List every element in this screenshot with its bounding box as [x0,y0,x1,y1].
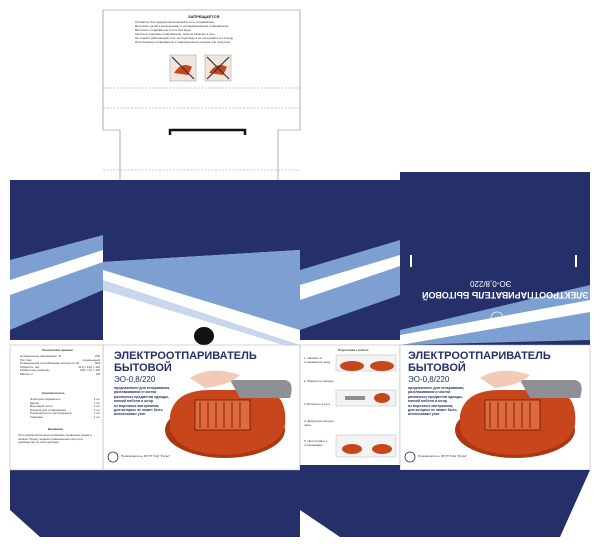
back-title-line1: ЭЛЕКТРООТПАРИВАТЕЛЬ [408,350,551,362]
registration-mark [575,255,577,267]
description-line: из ворсовых материалов, [408,403,454,408]
handle-slot [168,128,247,135]
back-bottom-band [400,470,590,537]
prep-step: 3. Включите в сеть [304,402,331,406]
warning-heading: ЗАПРЕЩАЕТСЯ [188,14,220,19]
contents-heading: Комплектность [42,391,65,395]
description-line: разглаживания и чистки [408,390,451,395]
description-line: предназначен для отпаривания, [408,386,465,390]
spec-heading: Технические данные [42,348,73,352]
front-description: предназначен для отпаривания, разглажива… [114,386,174,417]
manufacturer-text: Производитель: ФГУП ГНЦ "Русал" [418,454,468,458]
description-line: различных предметов одежды, [408,394,463,399]
back-panel-stripe-white [400,300,590,345]
right-bottom-band [300,465,400,537]
warning-line: Допускать детей к включенному и охлаждаю… [135,24,229,28]
manufacturer-text: Производитель: ФГУП ГНЦ "Русал" [121,454,171,458]
back-rotated-title: ЭЛЕКТРООТПАРИВАТЕЛЬ БЫТОВОЙ [422,290,589,300]
warning-line: Касаться подошвы отпаривателя, пока он в… [135,32,216,36]
steamer-product-image [165,370,292,458]
description-line: разглаживания и чистки [114,390,157,395]
prep-step: 2. Закрепите насадку [304,379,334,383]
description-line: различных предметов одежды, [114,394,169,399]
prep-step: 1. Налейте в отпариватель воду [304,356,331,364]
left-side-box [9,344,104,471]
warning-line: Оставлять без надзора включенный в сеть … [135,20,215,24]
left-bottom-band [10,455,103,537]
description-line: использован утюг [114,412,146,417]
side-warning-heading: Внимание [48,427,63,431]
description-line: мягкой мебели и штор [408,399,447,404]
description-line: для которых не может быть [114,407,163,412]
description-line: мягкой мебели и штор [114,399,153,404]
side-warning-text: При первом включении возможно появление … [18,433,92,445]
description-line: из ворсовых материалов, [114,403,160,408]
no-touch-hand-icon [169,54,197,82]
hang-hole [194,327,214,345]
left-inner-white-stripe [103,270,300,345]
left-panel-stripe-white [10,250,103,295]
manufacturer-logo [107,451,119,463]
left-inner-pale-stripe [103,280,300,350]
instruction-illustrations [335,354,397,458]
center-bottom-band [103,465,300,537]
warning-line: Не ставьте работающий утюг на подставку … [135,36,233,40]
description-line: предназначен для отпаривания, [114,386,171,390]
back-rotated-model: ЭО-0,8/220 [470,279,512,288]
no-touch-hand-icon [204,54,232,82]
prep-step: 5. Приступайте к отпариванию [304,439,328,447]
back-model: ЭО-0,8/220 [408,375,450,384]
description-line: использован утюг [408,412,440,417]
steamer-product-image [455,370,582,458]
prep-step: 4. Дождитесь выхода пара [304,419,334,427]
warning-line: Включать отпариватель в сеть без воды [135,28,191,32]
back-description: предназначен для отпаривания, разглажива… [408,386,468,417]
front-model: ЭО-0,8/220 [114,375,156,384]
manufacturer-logo [490,311,504,325]
description-line: для которых не может быть [408,407,457,412]
back-title-line2: БЫТОВОЙ [408,362,466,374]
front-title-line2: БЫТОВОЙ [114,362,172,374]
warning-line: Использовать отпариватель с поврежденным… [135,40,231,44]
prep-heading: Подготовка к работе [338,348,369,352]
left-inner-navy [103,180,300,262]
manufacturer-logo [404,451,416,463]
front-title-line1: ЭЛЕКТРООТПАРИВАТЕЛЬ [114,350,257,362]
right-panel-stripe-white [300,255,400,300]
back-panel-curve [400,166,590,172]
registration-mark [410,255,412,267]
